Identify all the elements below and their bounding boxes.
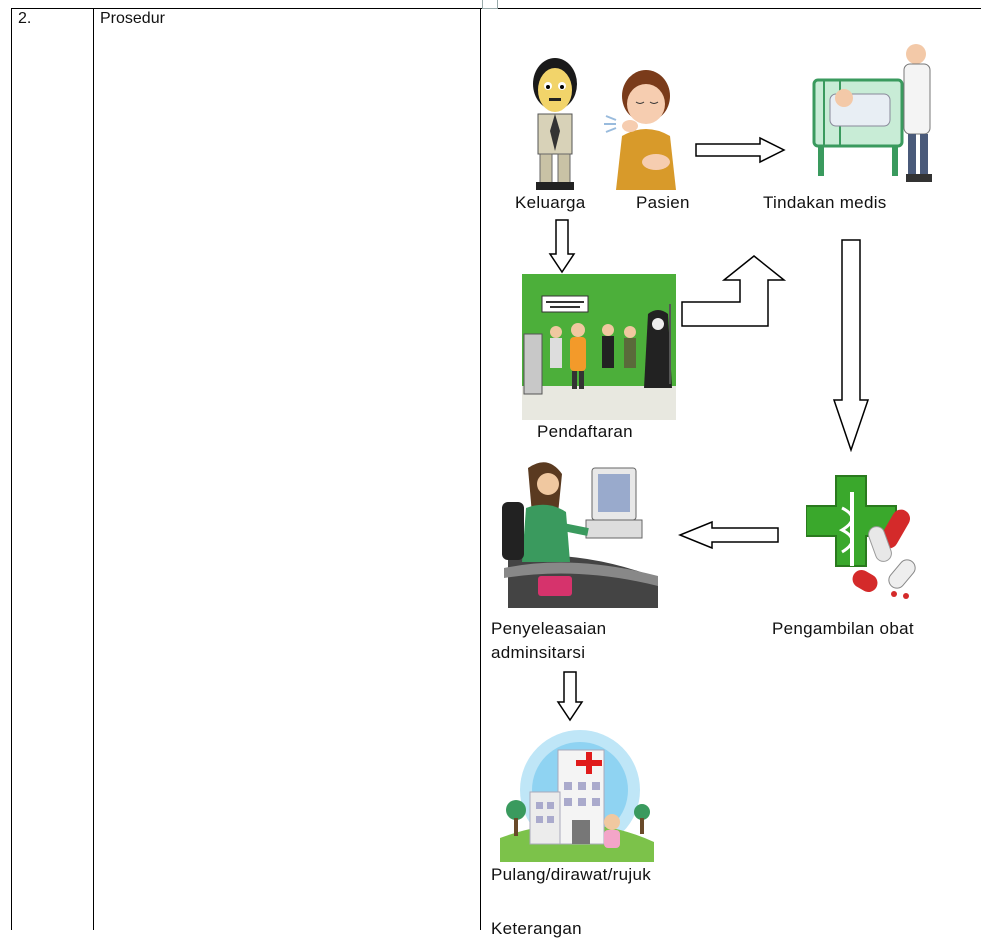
label-tindakan-medis: Tindakan medis — [763, 193, 887, 212]
label-keterangan: Keterangan — [491, 919, 582, 938]
arrow-icon — [548, 219, 576, 274]
label-keluarga: Keluarga — [515, 193, 586, 212]
arrow-icon — [678, 520, 779, 550]
registration-queue-icon — [522, 274, 676, 420]
row-title: Prosedur — [100, 10, 165, 27]
table-col-border-1 — [11, 8, 12, 930]
arrow-icon — [695, 136, 786, 164]
family-man-icon — [533, 58, 577, 190]
label-pulang: Pulang/dirawat/rujuk — [491, 865, 652, 884]
row-number: 2. — [18, 10, 32, 27]
arrow-icon — [832, 239, 870, 452]
hospital-bed-doctor-icon — [812, 44, 932, 182]
admin-desk-computer-icon — [502, 462, 658, 608]
medicine-cross-pills-icon — [806, 475, 916, 599]
label-penyelesaian-line2: adminsitarsi — [491, 643, 586, 662]
label-penyelesaian-line1: Penyeleasaian — [491, 619, 607, 638]
coughing-patient-icon — [604, 70, 676, 190]
arrow-icon — [681, 255, 787, 327]
label-pasien: Pasien — [636, 193, 690, 212]
text-cursor-marker — [482, 0, 498, 9]
arrow-icon — [556, 671, 584, 722]
label-pengambilan-obat: Pengambilan obat — [772, 619, 914, 638]
table-col-border-3 — [480, 8, 481, 930]
table-col-border-2 — [93, 8, 94, 930]
hospital-building-icon — [500, 730, 654, 862]
label-pendaftaran: Pendaftaran — [537, 422, 633, 441]
